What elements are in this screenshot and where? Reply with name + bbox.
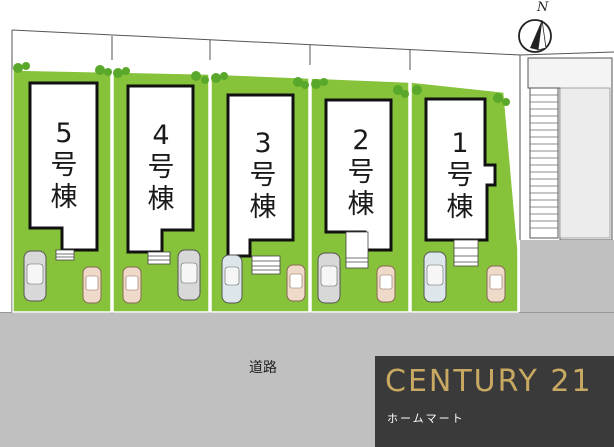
lot-3-label: 3号棟 (249, 128, 277, 223)
lot-1-car-small (486, 265, 506, 303)
lot-1-house (424, 97, 497, 242)
logo-brand: CENTURY 21 (385, 364, 593, 399)
lot-3-car-small (286, 264, 306, 302)
lot-5-car-small (82, 266, 102, 304)
north-letter: N (537, 0, 549, 15)
stairs (527, 57, 613, 241)
houses (28, 81, 497, 258)
lot-1-label: 1号棟 (446, 128, 474, 223)
lot-2-label: 2号棟 (347, 125, 375, 220)
boundary-lines (11, 29, 614, 312)
road-label: 道路 (249, 360, 277, 376)
lot-4-label: 4号棟 (147, 120, 175, 215)
lot-5-label: 5号棟 (50, 118, 78, 213)
lot-1-car-large (423, 251, 447, 303)
lot-2-car-large (317, 252, 341, 304)
entrance-steps (55, 231, 479, 275)
lot-4-car-large (177, 249, 201, 301)
lot-2-car-small (376, 265, 396, 303)
century21-logo: CENTURY 21 ホームマート (375, 356, 614, 447)
lot-5-car-large (23, 250, 47, 302)
lot-3-car-large (221, 254, 243, 304)
north-arrow-icon (518, 19, 552, 53)
cars (23, 249, 506, 304)
shrubs (13, 62, 510, 106)
lot-4-house (126, 84, 195, 254)
logo-subtitle: ホームマート (387, 412, 465, 425)
lot-4-car-small (122, 266, 142, 304)
